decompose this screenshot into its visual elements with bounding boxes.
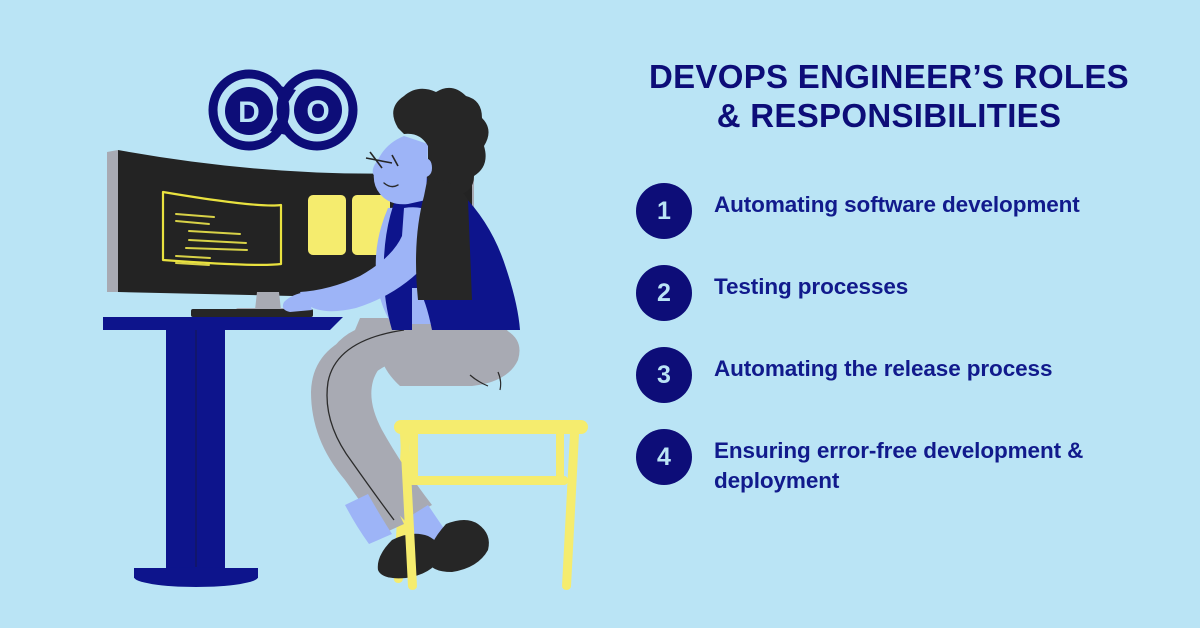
responsibilities-list: 1 Automating software development 2 Test… <box>618 183 1160 496</box>
list-item: 3 Automating the release process <box>618 347 1160 404</box>
devops-illustration: D O <box>103 69 588 590</box>
list-item-badge: 4 <box>636 429 692 486</box>
desk <box>103 309 343 587</box>
list-item-badge: 3 <box>636 347 692 404</box>
desk-top <box>103 317 343 330</box>
person <box>282 87 520 579</box>
devops-infinity-logo: D O <box>208 69 358 151</box>
monitor-bezel-left <box>107 150 118 292</box>
monitor-stand-neck <box>255 292 281 310</box>
page-title-line-1: DEVOPS ENGINEER’S ROLES <box>648 58 1129 95</box>
face <box>373 136 428 205</box>
glasses-icon <box>365 151 399 169</box>
list-item: 1 Automating software development <box>618 183 1160 240</box>
stool-leg-right <box>562 430 579 590</box>
stool-crossbar <box>408 476 568 485</box>
shoe-front <box>428 520 489 572</box>
list-item-badge: 1 <box>636 183 692 240</box>
list-item-label: Automating the release process <box>714 356 1053 382</box>
logo-letter-d: D <box>238 96 260 129</box>
hips <box>379 317 520 386</box>
screen-panel-left <box>308 195 346 255</box>
list-item: 2 Testing processes <box>618 265 1160 322</box>
list-item-label: Ensuring error-free development & deploy… <box>714 438 1084 494</box>
list-item-label: Testing processes <box>714 274 909 300</box>
hair <box>393 87 489 200</box>
logo-letter-o: O <box>306 95 329 128</box>
page-title-line-2: & RESPONSIBILITIES <box>716 96 1062 134</box>
hand <box>282 292 312 312</box>
list-item-badge: 2 <box>636 265 692 322</box>
code-lines <box>175 213 248 266</box>
stool-seat <box>394 420 588 434</box>
list-item: 4 Ensuring error-free development & depl… <box>618 429 1160 496</box>
ear <box>420 157 432 178</box>
keyboard <box>191 309 313 317</box>
stool-leg-left <box>400 430 417 590</box>
code-window-frame <box>161 190 283 266</box>
arm <box>300 207 442 312</box>
hair-back <box>416 176 472 300</box>
page-title: DEVOPS ENGINEER’S ROLES & RESPONSIBILITI… <box>618 58 1160 135</box>
trouser-seam <box>326 329 405 521</box>
content-panel: DEVOPS ENGINEER’S ROLES & RESPONSIBILITI… <box>600 0 1200 628</box>
stool <box>394 420 588 590</box>
list-item-label: Automating software development <box>714 192 1080 218</box>
leg-front <box>320 318 509 520</box>
sock-back <box>345 494 392 544</box>
